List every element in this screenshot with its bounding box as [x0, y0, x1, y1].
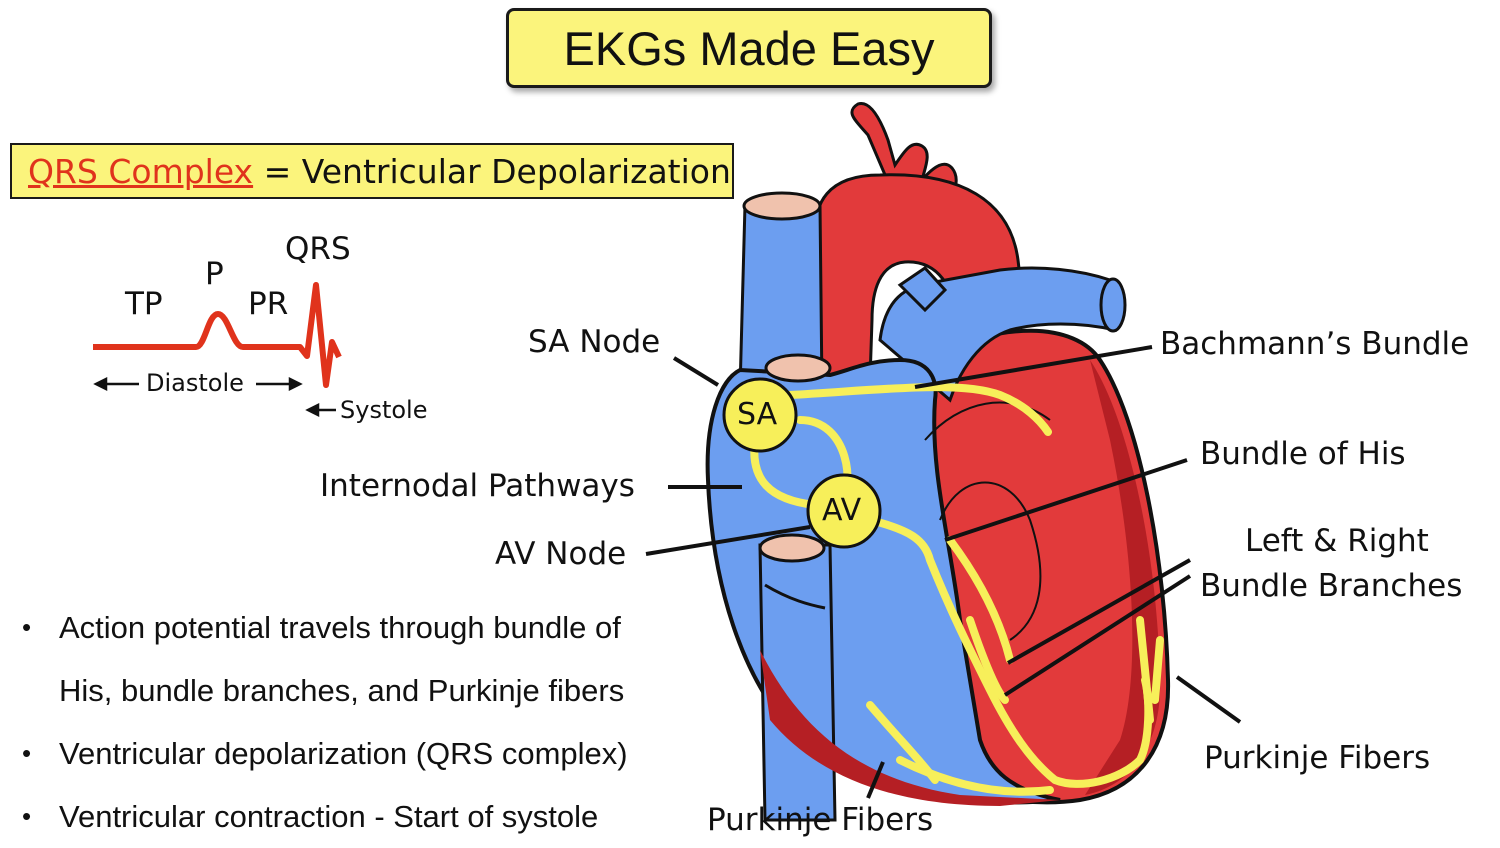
ekg-qrs-label: QRS [285, 231, 351, 267]
av-node [806, 473, 882, 549]
sa-node-label: SA Node [528, 324, 661, 360]
left-ventricle-shade [1085, 360, 1161, 795]
bachmann-label: Bachmann’s Bundle [1160, 326, 1470, 362]
list-item: • Ventricular depolarization (QRS comple… [22, 722, 722, 785]
systole-label: Systole [340, 396, 428, 424]
diastole-label: Diastole [146, 369, 244, 397]
bullet-text: Ventricular depolarization (QRS complex) [59, 736, 628, 771]
sa-circle-text: SA [737, 397, 778, 432]
purkinje-bottom-label: Purkinje Fibers [707, 802, 934, 838]
definition-banner: QRS Complex = Ventricular Depolarization [10, 143, 734, 199]
bullet-text: Action potential travels through bundle … [59, 610, 621, 645]
title-banner: EKGs Made Easy [506, 8, 992, 88]
list-item: • Action potential travels through bundl… [22, 596, 722, 722]
bullet-text: His, bundle branches, and Purkinje fiber… [59, 673, 625, 708]
av-node-label: AV Node [495, 536, 627, 572]
bundle-branches-label-1: Left & Right [1245, 523, 1429, 559]
page-title: EKGs Made Easy [563, 21, 935, 75]
purkinje-right-label: Purkinje Fibers [1204, 740, 1431, 776]
bullet-list: • Action potential travels through bundl… [22, 596, 722, 848]
bundle-branches-label-2: Bundle Branches [1200, 568, 1463, 604]
bundle-his-label: Bundle of His [1200, 436, 1406, 472]
definition-term: QRS Complex [28, 151, 254, 191]
bullet-text: Ventricular contraction - Start of systo… [59, 799, 599, 834]
bullet-icon: • [22, 612, 32, 642]
leader-lines [645, 345, 1242, 799]
heart-bottom-edge [760, 650, 1060, 806]
heart-illustration [705, 102, 1171, 822]
av-circle-text: AV [822, 493, 862, 528]
aorta [812, 173, 1027, 382]
bullet-icon: • [22, 801, 32, 831]
ekg-tp-label: TP [125, 286, 163, 322]
list-item: • Ventricular contraction - Start of sys… [22, 785, 722, 848]
bullet-icon: • [22, 738, 32, 768]
internodal-label: Internodal Pathways [320, 468, 635, 504]
diastole-arrow [93, 376, 303, 392]
ekg-pr-label: PR [248, 286, 289, 322]
sa-node [722, 377, 798, 453]
conduction-system [750, 383, 1164, 796]
ekg-trace [93, 282, 342, 388]
definition-separator: = [253, 151, 302, 191]
definition-meaning: Ventricular Depolarization [301, 151, 731, 191]
systole-arrow [305, 402, 336, 418]
pulmonary-branch [897, 266, 948, 313]
ekg-p-label: P [205, 256, 224, 292]
